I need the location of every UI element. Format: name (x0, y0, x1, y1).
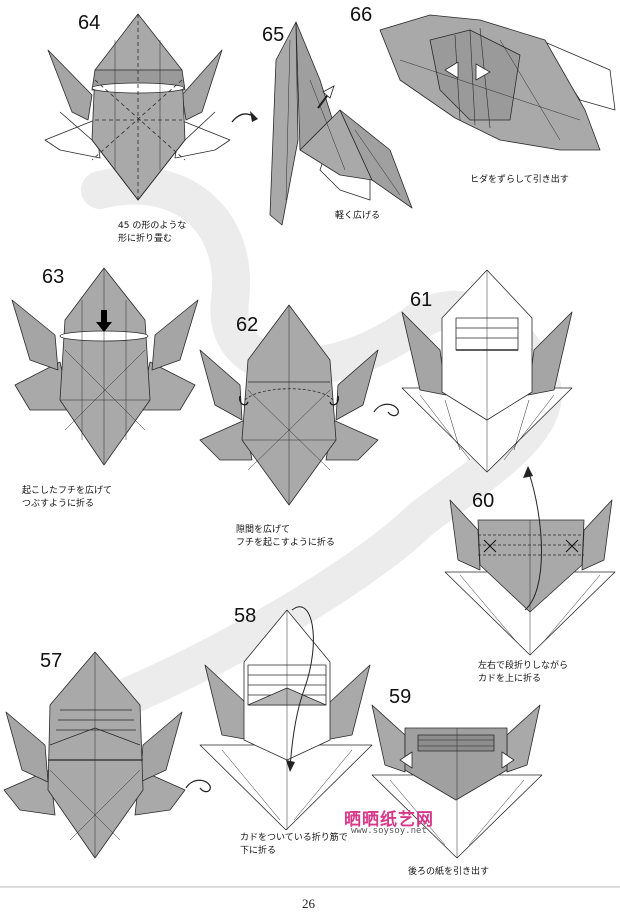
caption-63: 起こしたフチを広げて つぶすように折る (22, 485, 112, 511)
step-number-62: 62 (236, 314, 258, 337)
caption-59: 後ろの紙を引き出す (408, 866, 489, 879)
figure-63 (12, 268, 198, 465)
caption-60: 左右で段折りしながら カドを上に折る (478, 660, 568, 686)
step-number-57: 57 (40, 650, 62, 673)
caption-62: 隙間を広げて フチを起こすように折る (236, 524, 335, 550)
caption-65: 軽く広げる (335, 210, 380, 223)
caption-line: 形に折り畳む (118, 233, 186, 246)
caption-line: 45 の形のような (118, 220, 186, 233)
figure-66 (380, 15, 615, 150)
caption-line: 後ろの紙を引き出す (408, 866, 489, 879)
caption-line: カドをついている折り筋で (240, 832, 348, 845)
arrow-head (250, 111, 258, 122)
figure-64 (45, 14, 230, 200)
caption-line: 左右で段折りしながら (478, 660, 568, 673)
caption-line: 隙間を広げて (236, 524, 335, 537)
caption-line: つぶすように折る (22, 498, 112, 511)
page-number: 26 (302, 896, 315, 912)
step-number-63: 63 (42, 266, 64, 289)
caption-66: ヒダをずらして引き出す (470, 174, 569, 187)
step-number-66: 66 (350, 4, 372, 27)
caption-line: 軽く広げる (335, 210, 380, 223)
caption-line: 起こしたフチを広げて (22, 485, 112, 498)
step-number-58: 58 (234, 605, 256, 628)
step-number-64: 64 (78, 12, 100, 35)
caption-line: 下に折る (240, 845, 348, 858)
caption-line: フチを起こすように折る (236, 537, 335, 550)
caption-line: カドを上に折る (478, 673, 568, 686)
step-number-59: 59 (389, 686, 411, 709)
step-number-65: 65 (262, 24, 284, 47)
turnover-icon-58 (186, 780, 210, 791)
caption-58: カドをついている折り筋で 下に折る (240, 832, 348, 858)
caption-64: 45 の形のような 形に折り畳む (118, 220, 186, 246)
caption-line: ヒダをずらして引き出す (470, 174, 569, 187)
watermark-url: www.soysoy.net (351, 826, 427, 836)
step-number-61: 61 (410, 289, 432, 312)
turnover-icon-62 (374, 404, 398, 415)
figure-60 (445, 500, 615, 655)
step-number-60: 60 (472, 490, 494, 513)
